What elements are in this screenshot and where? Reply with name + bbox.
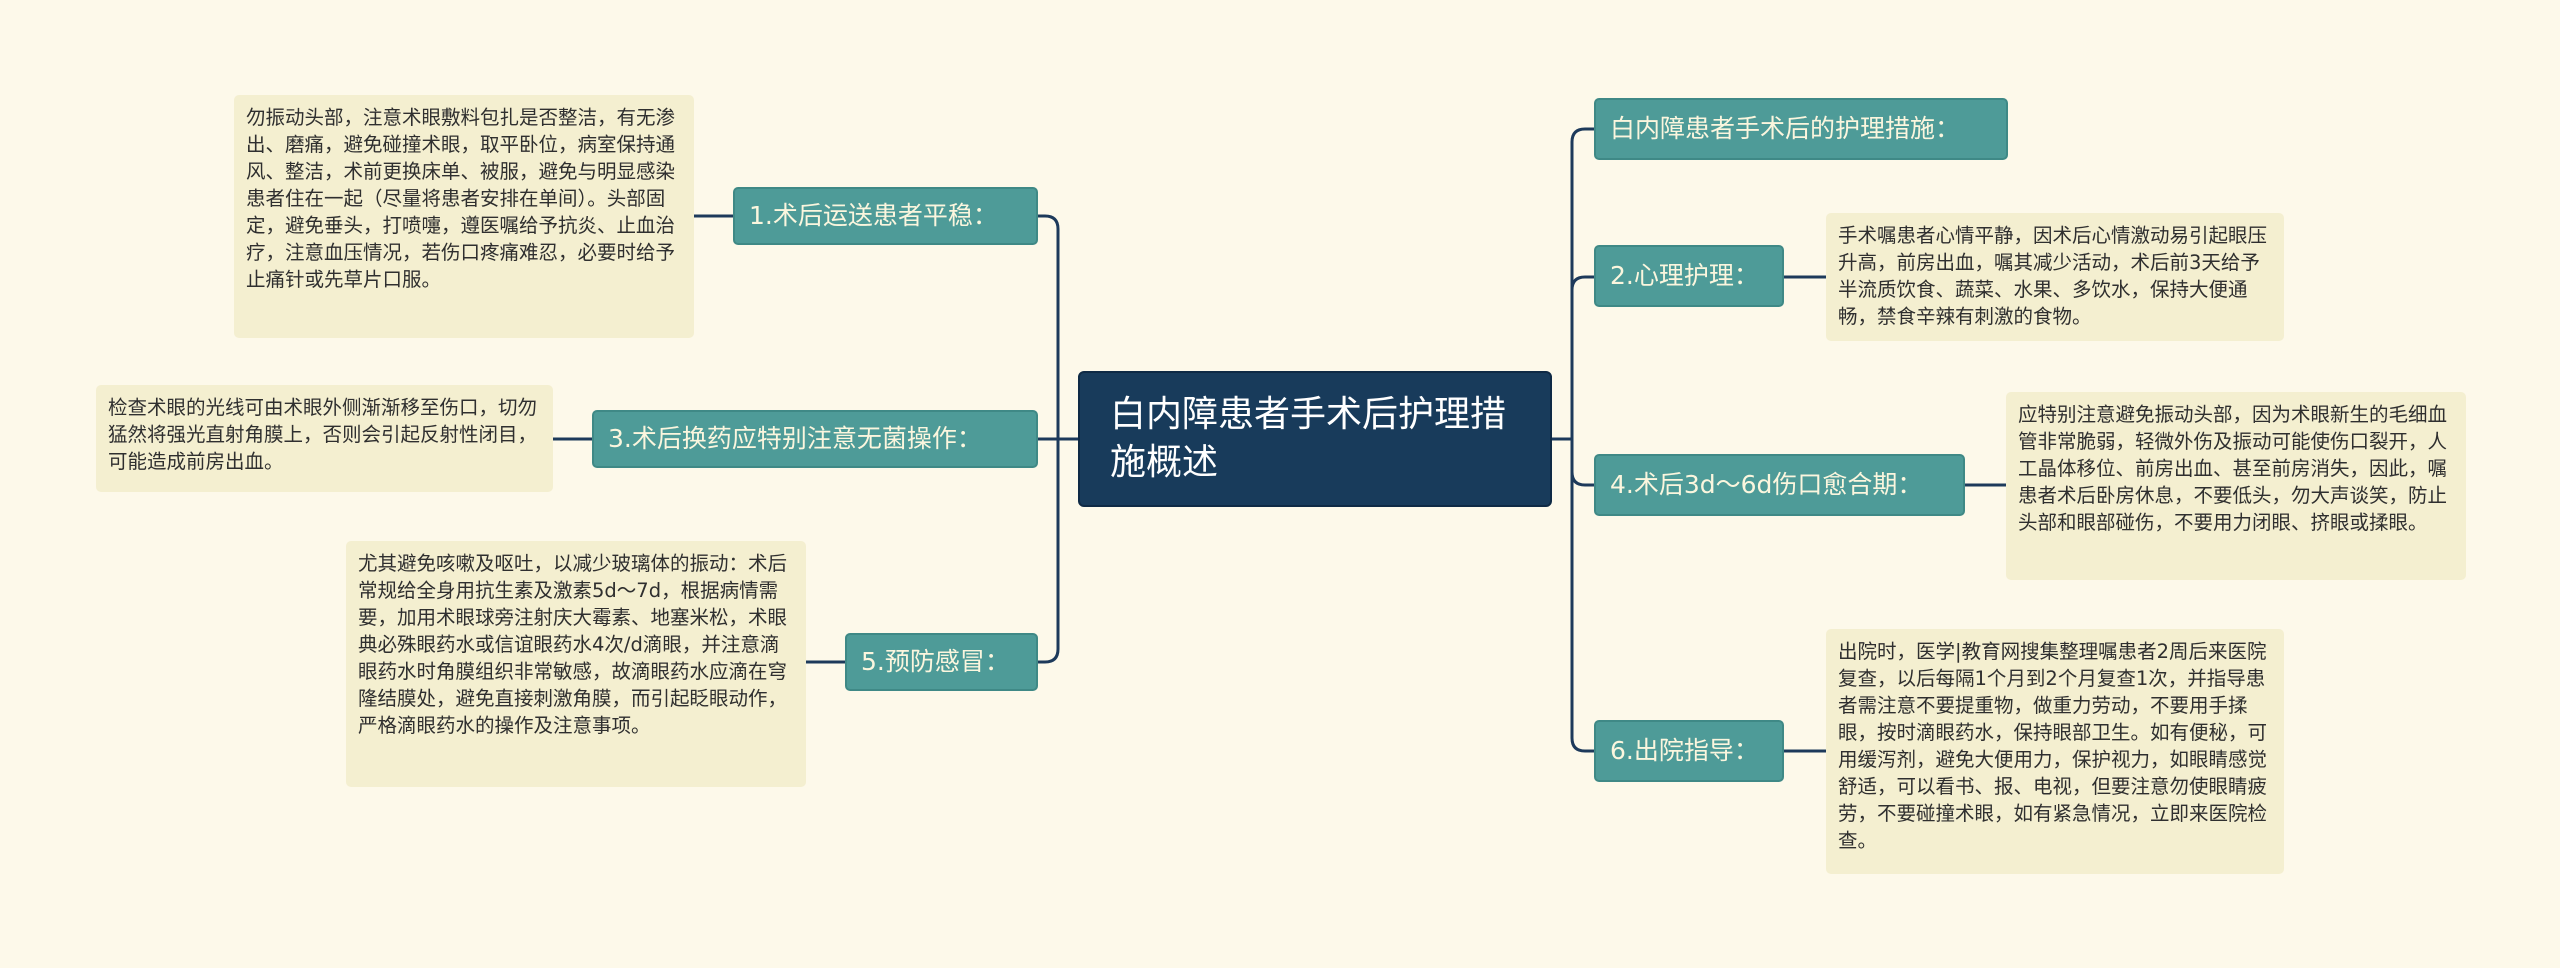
branch-transport[interactable]: 1.术后运送患者平稳： (733, 187, 1038, 245)
connector-center-right-main (1552, 127, 1594, 441)
leaf-discharge-detail: 出院时，医学|教育网搜集整理嘱患者2周后来医院复查，以后每隔1个月到2个月复查1… (1826, 629, 2284, 874)
leaf-transport-detail: 勿振动头部，注意术眼敷料包扎是否整洁，有无渗出、磨痛，避免碰撞术眼，取平卧位，病… (234, 95, 694, 338)
branch-psychological-care[interactable]: 2.心理护理： (1594, 245, 1784, 307)
leaf-prevent-cold-detail: 尤其避免咳嗽及呕吐，以减少玻璃体的振动：术后常规给全身用抗生素及激素5d～7d，… (346, 541, 806, 787)
connector-center-left-5 (1038, 439, 1060, 664)
leaf-psychological-detail: 手术嘱患者心情平静，因术后心情激动易引起眼压升高，前房出血，嘱其减少活动，术后前… (1826, 213, 2284, 341)
branch-nursing-measures[interactable]: 白内障患者手术后的护理措施： (1594, 98, 2008, 160)
branch-discharge-guidance[interactable]: 6.出院指导： (1594, 720, 1784, 782)
central-topic[interactable]: 白内障患者手术后护理措施概述 (1078, 371, 1552, 507)
branch-wound-healing[interactable]: 4.术后3d～6d伤口愈合期： (1594, 454, 1965, 516)
connector-center-left-1 (1038, 214, 1078, 441)
connector-center-right-4 (1570, 439, 1594, 487)
branch-aseptic-dressing[interactable]: 3.术后换药应特别注意无菌操作： (592, 410, 1038, 468)
leaf-wound-healing-detail: 应特别注意避免振动头部，因为术眼新生的毛细血管非常脆弱，轻微外伤及振动可能使伤口… (2006, 392, 2466, 580)
branch-prevent-cold[interactable]: 5.预防感冒： (845, 633, 1038, 691)
connector-center-right-2 (1570, 275, 1594, 291)
connector-center-right-6 (1570, 472, 1594, 753)
leaf-aseptic-detail: 检查术眼的光线可由术眼外侧渐渐移至伤口，切勿猛然将强光直射角膜上，否则会引起反射… (96, 385, 553, 492)
